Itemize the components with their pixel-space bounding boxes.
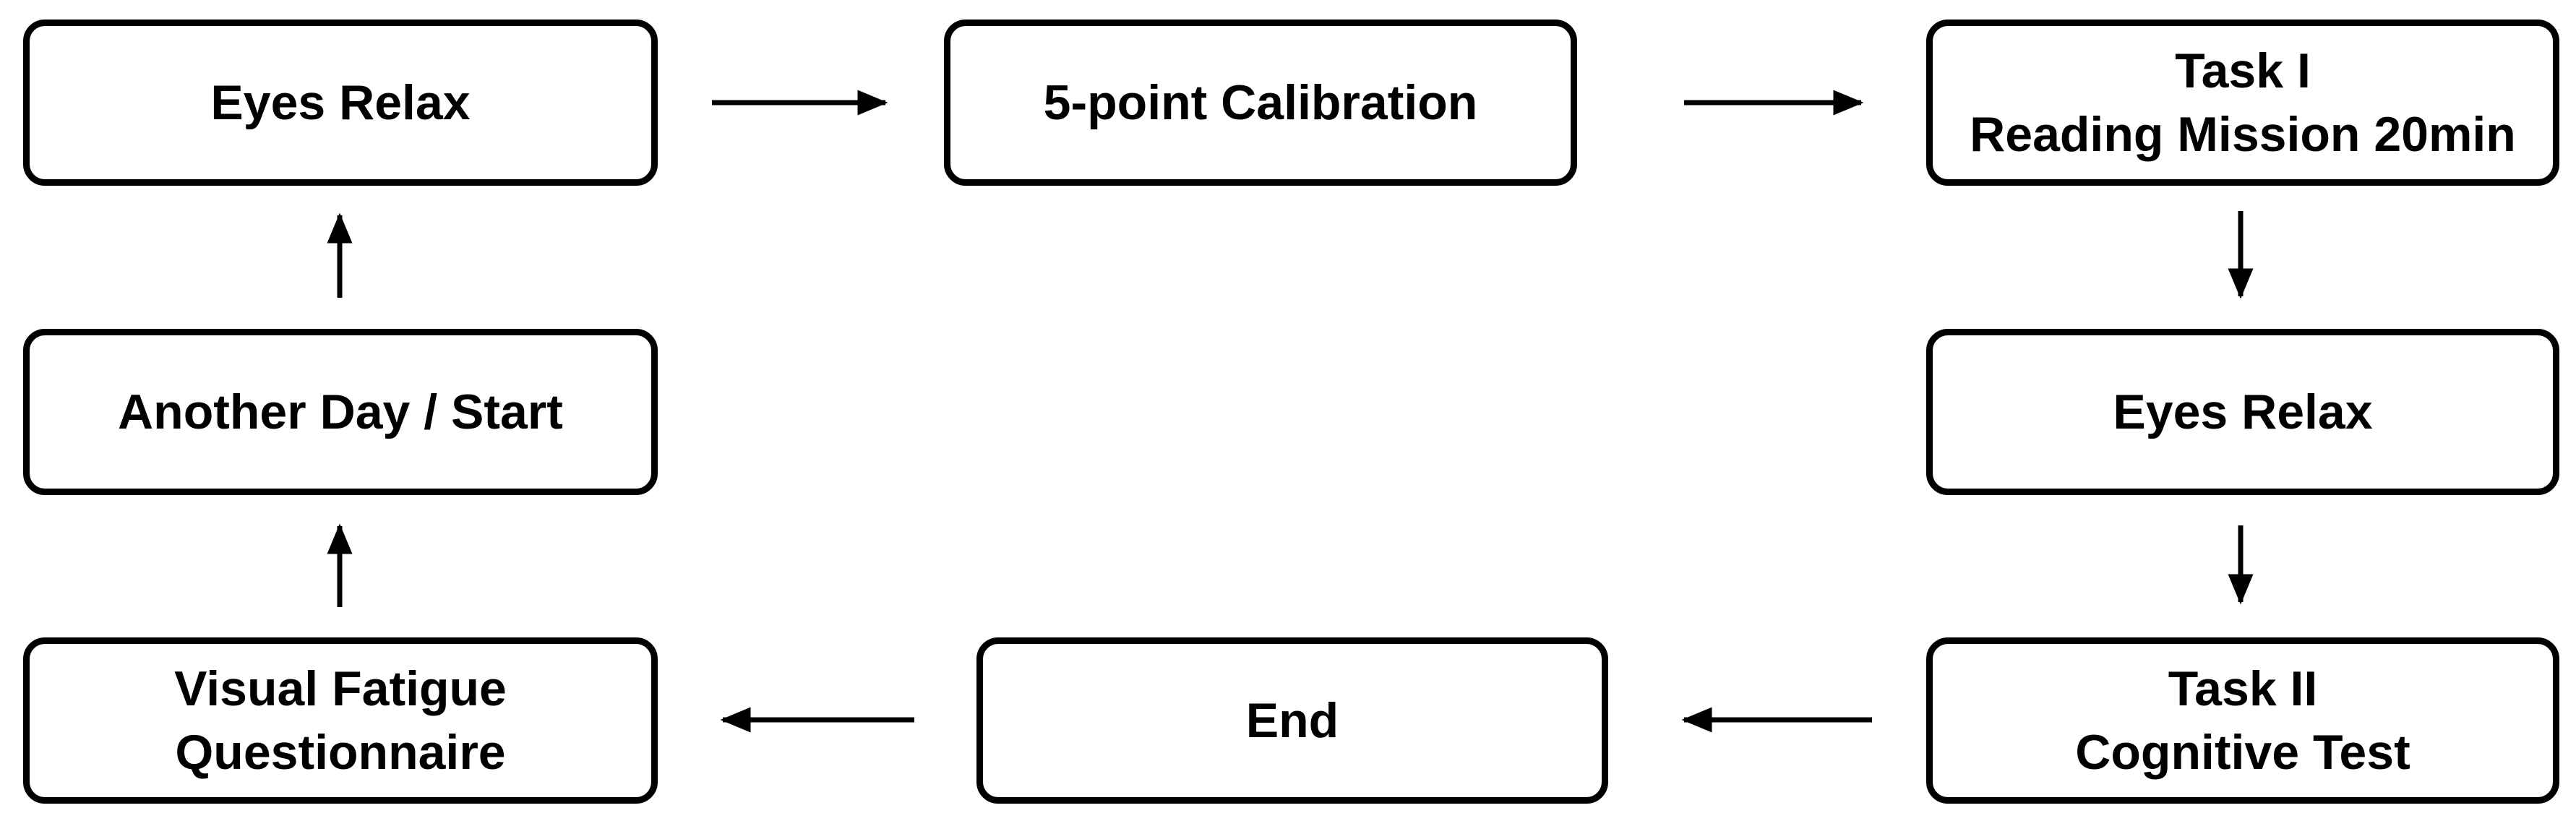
node-label-line-2: Questionnaire <box>175 725 506 780</box>
node-label-line-1: Visual Fatigue <box>174 661 507 716</box>
end-step: End <box>976 637 1608 804</box>
node-label: Eyes Relax <box>210 74 471 130</box>
task-2-step: Task II Cognitive Test <box>1926 637 2559 804</box>
task-1-step: Task I Reading Mission 20min <box>1926 20 2559 186</box>
node-label-line-1: Task I <box>2175 43 2311 98</box>
node-label: Eyes Relax <box>2113 384 2373 439</box>
visual-fatigue-questionnaire-step: Visual Fatigue Questionnaire <box>23 637 658 804</box>
node-label-line-1: Task II <box>2168 661 2318 716</box>
node-label: 5-point Calibration <box>1043 74 1478 130</box>
calibration-step: 5-point Calibration <box>944 20 1577 186</box>
eyes-relax-step-1: Eyes Relax <box>23 20 658 186</box>
node-label-line-2: Cognitive Test <box>2075 725 2410 780</box>
node-label: Another Day / Start <box>118 384 563 439</box>
node-label: End <box>1245 692 1339 748</box>
another-day-start-step: Another Day / Start <box>23 329 658 495</box>
node-label-line-2: Reading Mission 20min <box>1970 107 2516 162</box>
eyes-relax-step-2: Eyes Relax <box>1926 329 2559 495</box>
